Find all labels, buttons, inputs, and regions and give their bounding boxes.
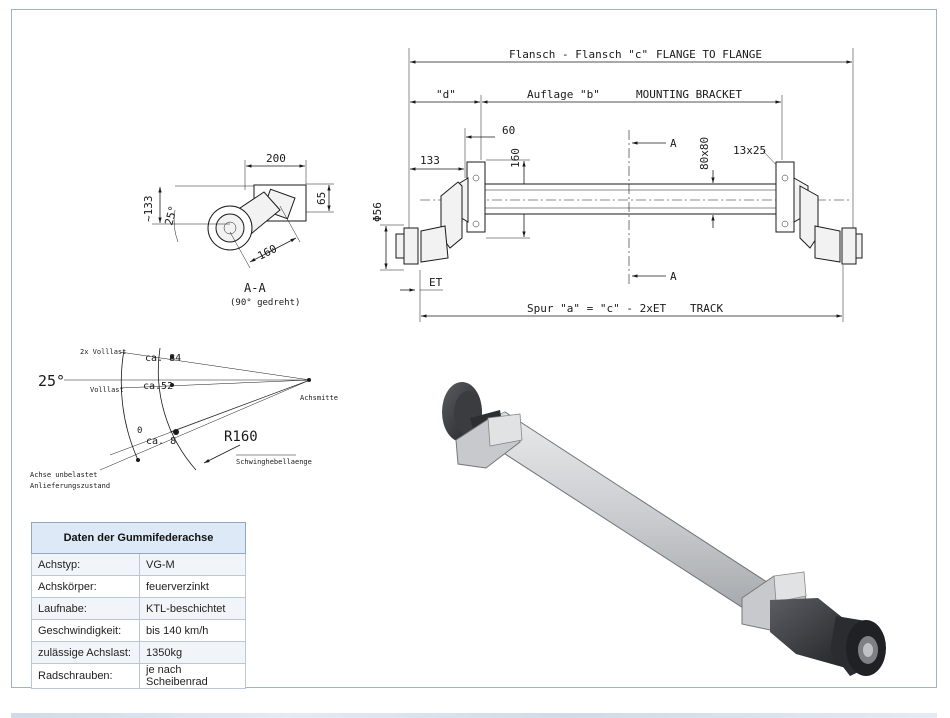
dim-65: 65 — [315, 192, 328, 205]
full-load-2x-label: 2x Volllast — [80, 348, 126, 356]
spec-value: je nach Scheibenrad — [139, 663, 246, 689]
flange-label-en: FLANGE TO FLANGE — [656, 48, 762, 61]
unloaded-label: Achse unbelastet — [30, 471, 97, 479]
specs-table: Daten der Gummifederachse Achstyp: VG-M … — [31, 522, 246, 689]
dim-et: ET — [429, 276, 443, 289]
front-view: Flansch - Flansch "c" FLANGE TO FLANGE "… — [371, 48, 863, 322]
table-row: Geschwindigkeit: bis 140 km/h — [31, 619, 246, 642]
dim-13x25: 13x25 — [733, 144, 766, 157]
ca8-label: ca. 8 — [146, 436, 176, 447]
dim-160: 160 — [255, 242, 279, 263]
specs-title: Daten der Gummifederachse — [31, 522, 246, 554]
section-view-a-a: 200 ~133 65 25° 160 A-A (90° gedreht) — [142, 152, 334, 308]
table-row: Radschrauben: je nach Scheibenrad — [31, 663, 246, 689]
dim-80x80: 80x80 — [698, 137, 711, 170]
spec-label: Achskörper: — [31, 575, 140, 598]
dim-phi56: Φ56 — [371, 202, 384, 222]
angle-diagram: 25° 2x Volllast Volllast ca. 84 ca.52 0 … — [30, 347, 338, 490]
ca52-label: ca.52 — [143, 381, 173, 392]
table-row: zulässige Achslast: 1350kg — [31, 641, 246, 664]
delivery-label: Anlieferungszustand — [30, 482, 110, 490]
spec-value: feuerverzinkt — [139, 575, 246, 598]
spec-label: Achstyp: — [31, 553, 140, 576]
flange-label: Flansch - Flansch "c" — [509, 48, 648, 61]
bracket-label: Auflage "b" — [527, 88, 600, 101]
zero-label: 0 — [137, 426, 142, 436]
table-row: Achstyp: VG-M — [31, 553, 246, 576]
table-row: Laufnabe: KTL-beschichtet — [31, 597, 246, 620]
spec-label: Geschwindigkeit: — [31, 619, 140, 642]
section-title: A-A — [244, 281, 266, 295]
section-subtitle: (90° gedreht) — [230, 298, 300, 308]
dim-60: 60 — [502, 124, 515, 137]
section-a-top: A — [670, 137, 677, 150]
spec-label: Radschrauben: — [31, 663, 140, 689]
spec-value: bis 140 km/h — [139, 619, 246, 642]
swing-arm-label: Schwinghebellaenge — [236, 458, 312, 466]
bracket-label-en: MOUNTING BRACKET — [636, 88, 742, 101]
spec-value: KTL-beschichtet — [139, 597, 246, 620]
section-a-bottom: A — [670, 270, 677, 283]
track-label-en: TRACK — [690, 302, 723, 315]
angle-label: 25° — [38, 372, 65, 390]
full-load-label: Volllast — [90, 386, 124, 394]
footer-bar — [11, 713, 937, 718]
axle-center-point — [307, 378, 311, 382]
dim-133-front: 133 — [420, 154, 440, 167]
dim-160-front: 160 — [509, 148, 522, 168]
radius-label: R160 — [224, 429, 258, 445]
spec-label: zulässige Achslast: — [31, 641, 140, 664]
spec-value: 1350kg — [139, 641, 246, 664]
dim-25: 25° — [162, 204, 180, 227]
axle-3d-render — [442, 382, 886, 676]
axle-center-label: Achsmitte — [300, 394, 338, 402]
ca84-label: ca. 84 — [145, 353, 181, 364]
spec-label: Laufnabe: — [31, 597, 140, 620]
spec-value: VG-M — [139, 553, 246, 576]
dim-200: 200 — [266, 152, 286, 165]
track-label: Spur "a" = "c" - 2xET — [527, 302, 666, 315]
d-label: "d" — [436, 88, 456, 101]
dim-133: ~133 — [142, 196, 155, 223]
table-row: Achskörper: feuerverzinkt — [31, 575, 246, 598]
